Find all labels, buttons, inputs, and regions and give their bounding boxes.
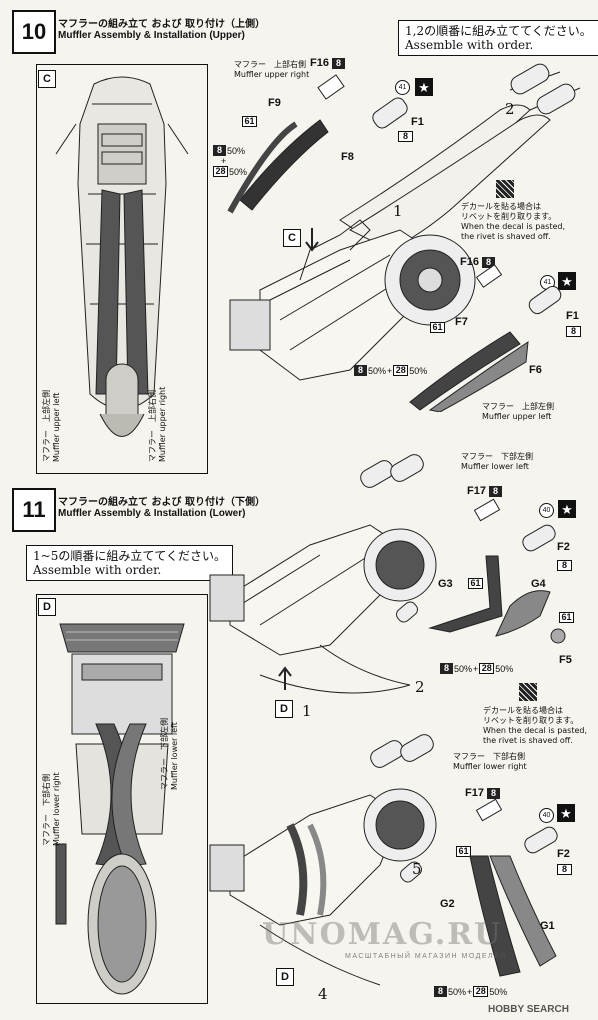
step-10-number: 10 <box>12 10 56 54</box>
overview-c-label-right: マフラー 上部右側 Muffler upper right <box>148 386 167 462</box>
part-f8: F8 <box>341 151 354 163</box>
step-11-order-note: 1~5の順番に組み立ててください。 Assemble with order. <box>26 545 233 581</box>
part-f7: F7 <box>455 316 468 328</box>
part-g3-lower-left: G3 <box>438 578 453 590</box>
part-f9: F9 <box>268 97 281 109</box>
f7-code: 61 <box>430 322 445 333</box>
part-f6: F6 <box>529 364 542 376</box>
order-mark-2-lower: 2 <box>415 678 425 696</box>
paint-circle-40-lower-right: 40 <box>539 808 554 823</box>
overview-c-label-left: マフラー 上部左側 Muffler upper left <box>42 390 61 462</box>
paint-circle-40-lower-left: 40 <box>539 503 554 518</box>
arrow-d-label-upper: D <box>275 700 293 718</box>
part-f1-upper-left: F1 <box>566 310 579 322</box>
part-f2-lower-right: F2 <box>557 848 570 860</box>
part-g2-lower-right: G2 <box>440 898 455 910</box>
upper-right-title: マフラー 上部右側 Muffler upper right <box>234 60 310 79</box>
part-f17-lower-right: F17 8 <box>465 787 501 799</box>
step-10-assembly-illustration <box>227 63 581 381</box>
view-c-label: C <box>38 70 56 88</box>
upper-left-muffler-parts <box>409 264 562 412</box>
decal-note-step-11: デカールを貼る場合は リベットを削り取ります。 When the decal i… <box>483 706 588 745</box>
part-f16-upper-right: F16 8 <box>310 57 346 69</box>
f1-upper-right-code: 8 <box>398 131 413 142</box>
step-10-order-note: 1,2の順番に組み立ててください。 Assemble with order. <box>398 20 598 56</box>
arrow-d-label-lower: D <box>276 968 294 986</box>
order-note-jp: 1~5の順番に組み立ててください。 <box>33 549 226 563</box>
part-g4-lower-left: G4 <box>531 578 546 590</box>
f9-code: 61 <box>242 116 257 127</box>
star-icon: ★ <box>415 78 433 96</box>
decal-icon <box>496 180 514 198</box>
g3-code: 61 <box>468 578 483 589</box>
arrow-c-label: C <box>283 229 301 247</box>
step-10-title-en: Muffler Assembly & Installation (Upper) <box>58 30 245 41</box>
f2-lower-left-code: 8 <box>557 560 572 571</box>
f1-upper-left-code: 8 <box>566 326 581 337</box>
order-mark-5-lower: 5 <box>412 860 422 878</box>
lower-right-muffler-parts <box>469 798 558 977</box>
order-mark-2-upper: 2 <box>505 100 515 118</box>
f5-code: 61 <box>559 612 574 623</box>
decal-icon <box>519 683 537 701</box>
watermark-main: UNOMAG.RU <box>262 917 503 952</box>
overview-d-illustration <box>36 594 208 1004</box>
step-11-title-jp: マフラーの組み立て および 取り付け（下側） <box>58 497 265 508</box>
star-icon: ★ <box>558 272 576 290</box>
star-icon: ★ <box>557 804 575 822</box>
part-f5-lower-left: F5 <box>559 654 572 666</box>
upper-left-title: マフラー 上部左側 Muffler upper left <box>482 402 554 421</box>
order-note-jp: 1,2の順番に組み立ててください。 <box>405 24 592 38</box>
overview-c-illustration <box>36 64 208 474</box>
lower-right-title: マフラー 下部右側 Muffler lower right <box>453 752 527 771</box>
step-11-assembly-illustration <box>209 454 437 986</box>
overview-d-label-left: マフラー 下部右側 Muffler lower right <box>42 772 61 846</box>
order-mark-4-lower: 4 <box>318 985 328 1003</box>
part-f2-lower-left: F2 <box>557 541 570 553</box>
hobby-search-logo: HOBBY SEARCH <box>488 1004 569 1015</box>
lower-left-muffler-parts <box>428 498 566 644</box>
watermark-sub: МАСШТАБНЫЙ МАГАЗИН МОДЕЛЕЙ <box>345 953 507 960</box>
part-f17-lower-left: F17 8 <box>467 485 503 497</box>
part-f1-upper-right: F1 <box>411 116 424 128</box>
lower-left-title: マフラー 下部左側 Muffler lower left <box>461 452 533 471</box>
star-icon: ★ <box>558 500 576 518</box>
step-11-number: 11 <box>12 488 56 532</box>
f2-lower-right-code: 8 <box>557 864 572 875</box>
order-note-en: Assemble with order. <box>33 563 162 577</box>
step-11-title-en: Muffler Assembly & Installation (Lower) <box>58 508 246 519</box>
paint-circle-41-upper-right: 41 <box>395 80 410 95</box>
view-d-label: D <box>38 598 56 616</box>
order-mark-1-lower: 1 <box>302 702 312 720</box>
decal-note-step-10: デカールを貼る場合は リベットを削り取ります。 When the decal i… <box>461 202 566 241</box>
g2-code: 61 <box>456 846 471 857</box>
part-g1-lower-right: G1 <box>540 920 555 932</box>
order-note-en: Assemble with order. <box>405 38 534 52</box>
overview-d-label-right: マフラー 下部左側 Muffler lower left <box>160 718 179 790</box>
order-mark-1-upper: 1 <box>393 202 403 220</box>
step-10-title-jp: マフラーの組み立て および 取り付け（上側） <box>58 19 265 30</box>
part-f16-upper-left: F16 8 <box>460 256 496 268</box>
